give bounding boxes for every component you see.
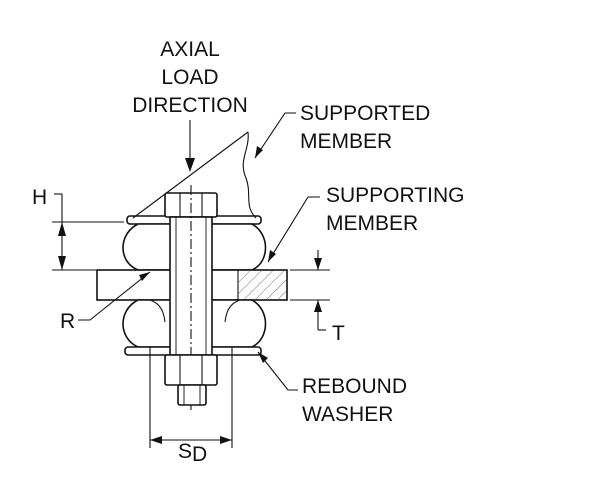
h-label: H (32, 186, 47, 209)
s-subscript: D (192, 443, 207, 466)
rebound-label-line2: WASHER (302, 403, 393, 426)
supporting-label-line2: MEMBER (326, 212, 418, 235)
sd-dimension (149, 347, 233, 448)
bolt-tip (177, 384, 207, 406)
axial-label-line1: AXIAL (160, 38, 220, 61)
h-dimension (52, 193, 124, 271)
rebound-label-line1: REBOUND (302, 375, 407, 398)
s-letter: S (178, 440, 192, 463)
supporting-label-line1: SUPPORTING (326, 184, 464, 207)
s-label: SD (178, 440, 207, 466)
axial-label-line2: LOAD (161, 66, 218, 89)
nut (164, 354, 218, 386)
axial-label-line3: DIRECTION (132, 94, 248, 117)
t-dimension (290, 250, 330, 331)
supported-label-line2: MEMBER (300, 130, 392, 153)
leader-lines (78, 112, 320, 391)
bolt-shank (169, 185, 213, 410)
t-label: T (332, 322, 345, 345)
supported-label-line1: SUPPORTED (300, 102, 430, 125)
r-label: R (60, 310, 75, 333)
axial-load-arrow (185, 120, 195, 172)
